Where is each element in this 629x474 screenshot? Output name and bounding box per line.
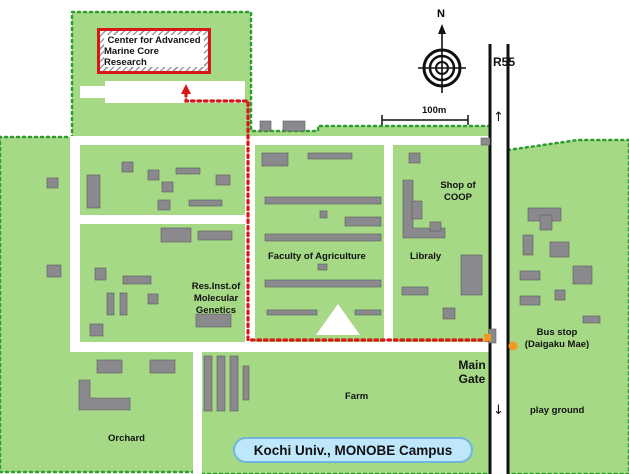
- main-gate-label: Main Gate: [452, 358, 492, 386]
- campus-roads: [70, 81, 490, 474]
- bus-stop-line2: (Daigaku Mae): [524, 339, 590, 350]
- road-triangle: [316, 304, 360, 335]
- research-center-box: Center for Advanced Marine Core Research: [97, 28, 211, 74]
- main-road-r55: [488, 44, 510, 474]
- res-inst-label: Res.Inst.of Molecular Genetics: [180, 281, 252, 317]
- road-up-arrow-icon: ↑: [493, 110, 504, 125]
- orchard-label: Orchard: [108, 433, 145, 444]
- bus-stop-marker: [508, 341, 518, 351]
- res-inst-line2: Molecular: [193, 293, 239, 304]
- playground-label: play ground: [530, 405, 585, 416]
- route-arrow-head: [181, 84, 191, 94]
- buildings: [46, 120, 601, 412]
- main-gate-line1: Main: [458, 358, 486, 372]
- main-gate-line2: Gate: [458, 372, 486, 386]
- library-label: Libraly: [410, 251, 442, 262]
- shop-coop-label: Shop of COOP: [428, 180, 488, 204]
- road-down-arrow-icon: ↓: [493, 403, 504, 418]
- bus-stop-line1: Bus stop: [536, 327, 578, 338]
- faculty-agriculture-label: Faculty of Agriculture: [268, 251, 366, 262]
- shop-coop-line2: COOP: [444, 192, 472, 203]
- route-dotted-line: [184, 90, 490, 342]
- farm-label: Farm: [345, 391, 369, 402]
- campus-title: Kochi Univ., MONOBE Campus: [233, 437, 473, 463]
- res-inst-line1: Res.Inst.of: [191, 281, 241, 292]
- walking-route: [181, 84, 490, 342]
- compass-north-label: N: [437, 8, 445, 20]
- scale-bar: [381, 115, 469, 125]
- research-center-line2: Marine Core Research: [104, 45, 159, 68]
- research-center-label: Center for Advanced Marine Core Research: [104, 34, 204, 68]
- east-campus-area: [506, 138, 629, 474]
- res-inst-line3: Genetics: [195, 305, 237, 316]
- road-name-label: R55: [493, 55, 516, 69]
- bus-stop-label: Bus stop (Daigaku Mae): [514, 327, 600, 351]
- main-gate-marker: [484, 334, 491, 341]
- scale-label: 100m: [422, 105, 447, 116]
- shop-coop-line1: Shop of: [440, 180, 476, 191]
- compass-rose-icon: [418, 24, 466, 93]
- research-center-line1: Center for Advanced: [107, 34, 201, 46]
